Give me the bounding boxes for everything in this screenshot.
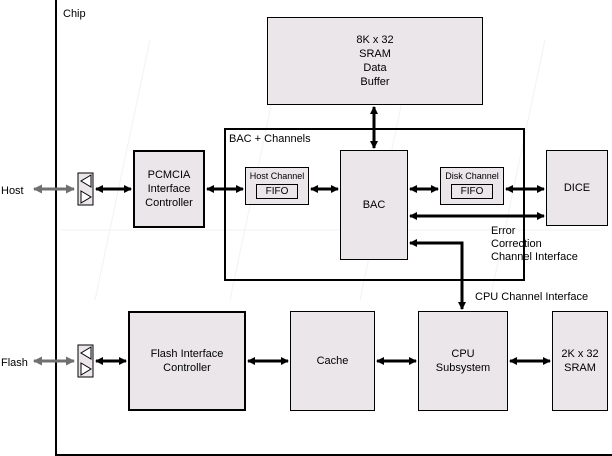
- sram-2k-block: 2K x 32 SRAM: [552, 311, 608, 411]
- host-channel-label: Host Channel: [249, 171, 305, 181]
- host-label: Host: [1, 185, 24, 197]
- cpu-channel-interface-label: CPU Channel Interface: [475, 291, 589, 303]
- chip-label: Chip: [63, 8, 86, 20]
- cpu-channel-interface-arrow: [409, 239, 466, 310]
- sram-data-buffer-block: 8K x 32 SRAM Data Buffer: [267, 17, 483, 105]
- dice-block: DICE: [546, 150, 608, 226]
- ecc-interface-label: Error Correction Channel Interface: [491, 225, 578, 263]
- pcmcia-controller-block: PCMCIA Interface Controller: [133, 150, 205, 228]
- bac-channels-label: BAC + Channels: [229, 133, 311, 145]
- cache-block: Cache: [290, 311, 375, 411]
- flash-io-buffer: [77, 344, 94, 378]
- flash-interface-controller-block: Flash Interface Controller: [128, 311, 246, 411]
- bac-block: BAC: [340, 150, 408, 260]
- cpu-subsystem-block: CPU Subsystem: [418, 311, 508, 411]
- diagram-connectors: [33, 106, 551, 378]
- disk-fifo-block: FIFO: [451, 184, 493, 199]
- host-io-buffer: [77, 172, 94, 206]
- disk-channel-label: Disk Channel: [445, 171, 499, 181]
- flash-label: Flash: [1, 357, 28, 369]
- host-fifo-block: FIFO: [256, 184, 298, 199]
